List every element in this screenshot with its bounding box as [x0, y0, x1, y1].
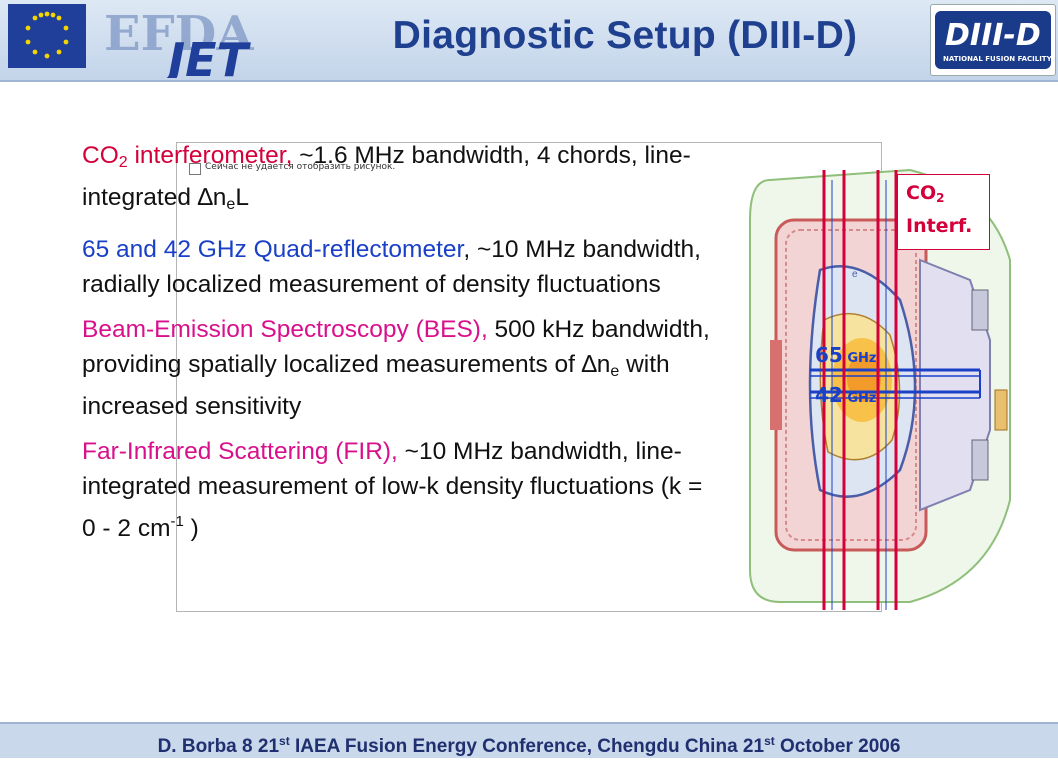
page-title: Diagnostic Setup (DIII-D) [392, 14, 858, 57]
efda-jet-logo: EFDA JET [8, 4, 254, 78]
bullet-bes: Beam-Emission Spectroscopy (BES), 500 kH… [82, 316, 710, 420]
label-65-ghz: 65 GHz [815, 343, 877, 367]
co2-interferometer-label: CO2 Interf. [897, 174, 990, 250]
bullet-co2-interferometer: CO2 interferometer, ~1.6 MHz bandwidth, … [82, 142, 691, 213]
svg-text:DIII-D: DIII-D [945, 18, 1041, 53]
svg-text:JET: JET [160, 33, 252, 78]
label-42-ghz: 42 GHz [815, 383, 877, 407]
svg-text:NATIONAL FUSION FACILITY: NATIONAL FUSION FACILITY [943, 55, 1053, 63]
footer-bar: D. Borba 8 21st IAEA Fusion Energy Confe… [0, 722, 1058, 758]
broken-image-icon [189, 163, 201, 175]
svg-text:EFDA: EFDA [104, 6, 254, 62]
svg-text:e: e [852, 269, 858, 280]
bullet-list: CO2 interferometer, ~1.6 MHz bandwidth, … [82, 138, 722, 556]
bullet-quad-reflectometer: 65 and 42 GHz Quad-reflectometer, ~10 MH… [82, 236, 701, 298]
placeholder-text: Сейчас не удается отобразить рисунок. [205, 162, 396, 172]
diii-d-logo: DIII-D NATIONAL FUSION FACILITY [930, 4, 1056, 76]
tokamak-cross-section-diagram: e [749, 168, 1011, 610]
bullet-fir-scattering: Far-Infrared Scattering (FIR), ~10 MHz b… [82, 438, 703, 542]
header-bar: EFDA JET Diagnostic Setup (DIII-D) DIII-… [0, 0, 1058, 82]
